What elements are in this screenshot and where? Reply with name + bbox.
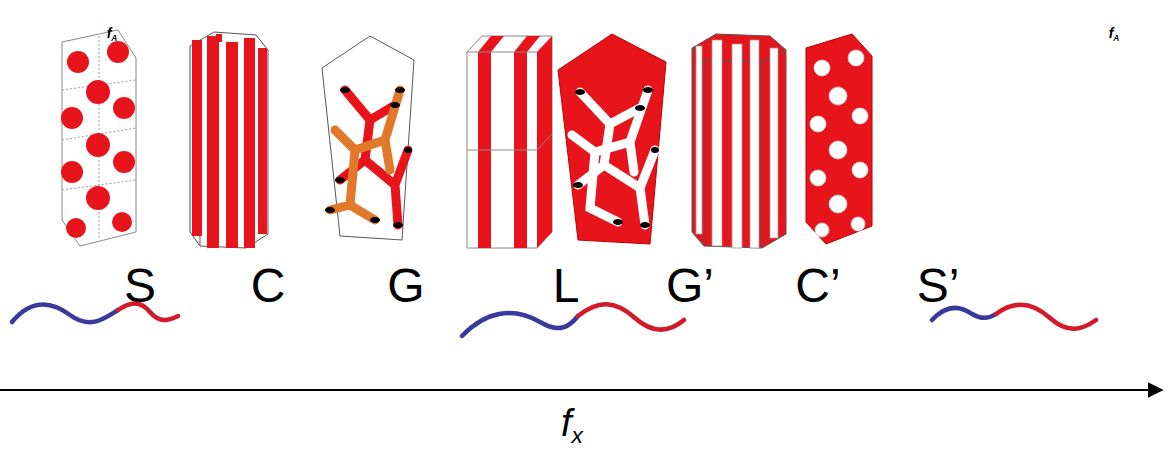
phase-label: G’ xyxy=(666,262,714,310)
axis-label: fA xyxy=(107,26,118,42)
phase-label: L xyxy=(553,262,580,310)
phase-label: S’ xyxy=(917,262,960,310)
inverse-sphere-phase xyxy=(806,34,872,244)
phase-label: C’ xyxy=(795,262,840,310)
lamellar-phase xyxy=(467,36,552,248)
sphere-phase xyxy=(61,30,136,246)
axis-label: fA xyxy=(1109,26,1120,42)
phase-label: S xyxy=(124,262,156,310)
axis-label: fx xyxy=(561,404,583,447)
axis-arrow xyxy=(0,389,1162,391)
inverse-cylinder-phase xyxy=(692,34,786,248)
inverse-gyroid-phase xyxy=(558,34,666,244)
phase-label: G xyxy=(387,262,424,310)
gyroid-phase xyxy=(322,36,414,240)
cylinder-phase xyxy=(190,32,268,248)
phase-label: C xyxy=(251,262,286,310)
